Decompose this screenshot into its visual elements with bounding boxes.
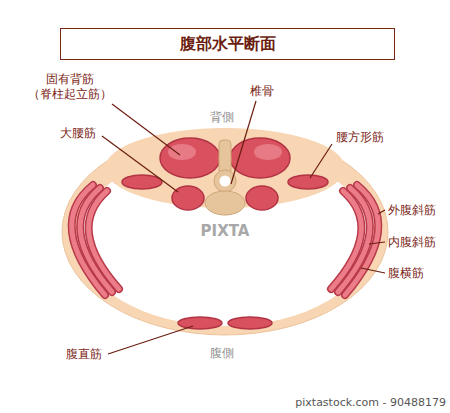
watermark: pixtastock.com - 90488179 <box>295 395 446 410</box>
muscle-highlight <box>168 144 196 160</box>
part-label: 大腰筋 <box>60 126 96 141</box>
rectus-abdominis <box>228 317 272 329</box>
lateral-wall-muscles <box>72 185 379 295</box>
psoas-major <box>246 186 278 210</box>
psoas-major <box>172 186 204 210</box>
part-label: 腹横筋 <box>388 266 424 281</box>
part-label: 腰方形筋 <box>336 130 384 145</box>
quadratus-lumborum <box>288 175 328 189</box>
vertebral-body <box>205 191 245 215</box>
part-label: 椎骨 <box>250 84 274 99</box>
direction-label: 腹側 <box>210 346 234 361</box>
body-outline <box>62 129 388 335</box>
rectus-abdominis <box>178 317 222 329</box>
erector-spinae <box>160 138 220 178</box>
spinous-process <box>219 140 231 174</box>
spinal-canal <box>220 176 231 187</box>
direction-label: 背側 <box>210 110 234 125</box>
part-label: 内腹斜筋 <box>388 235 436 250</box>
title-frame: 腹部水平断面 <box>60 28 395 60</box>
part-label: 外腹斜筋 <box>388 203 436 218</box>
leader-lines <box>102 101 385 354</box>
diagram-title: 腹部水平断面 <box>180 34 276 55</box>
part-label: 固有背筋 （脊柱起立筋） <box>20 72 120 102</box>
part-label: 腹直筋 <box>66 347 102 362</box>
quadratus-lumborum <box>122 175 162 189</box>
vertebral-arch <box>214 170 236 192</box>
muscle-highlight <box>254 144 282 160</box>
watermark: PIXTA <box>201 224 250 239</box>
